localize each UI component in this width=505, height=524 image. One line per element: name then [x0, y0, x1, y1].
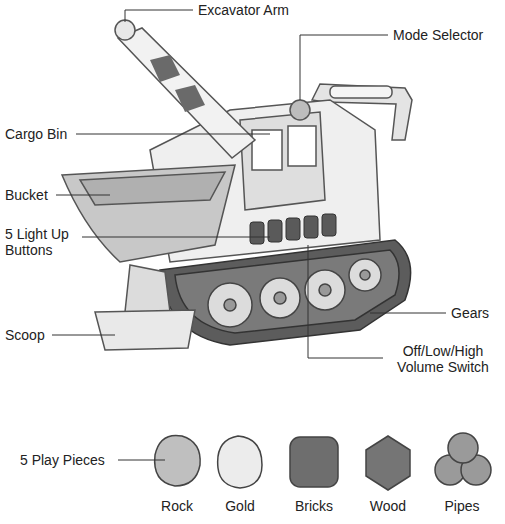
play-pieces	[155, 433, 491, 490]
part-label: Excavator Arm	[198, 2, 289, 18]
part-label: Bricks	[295, 498, 333, 514]
gears	[208, 259, 381, 327]
part-label: Cargo Bin	[5, 126, 67, 142]
part-label: Scoop	[5, 327, 45, 343]
leader-lines	[52, 10, 446, 460]
part-label: Off/Low/High Volume Switch	[388, 343, 498, 375]
part-label: 5 Light Up Buttons	[5, 226, 79, 258]
light-up-buttons	[250, 214, 336, 244]
part-label: Gold	[225, 498, 255, 514]
tracks	[160, 240, 411, 345]
excavator-arm	[115, 20, 255, 158]
part-label: Pipes	[444, 498, 479, 514]
part-label: Gears	[451, 305, 489, 321]
bucket	[62, 165, 235, 262]
part-label: Mode Selector	[393, 27, 483, 43]
part-label: Rock	[161, 498, 193, 514]
part-label: Bucket	[5, 187, 48, 203]
part-label: Wood	[370, 498, 406, 514]
part-label: 5 Play Pieces	[20, 452, 105, 468]
scoop	[95, 265, 195, 350]
